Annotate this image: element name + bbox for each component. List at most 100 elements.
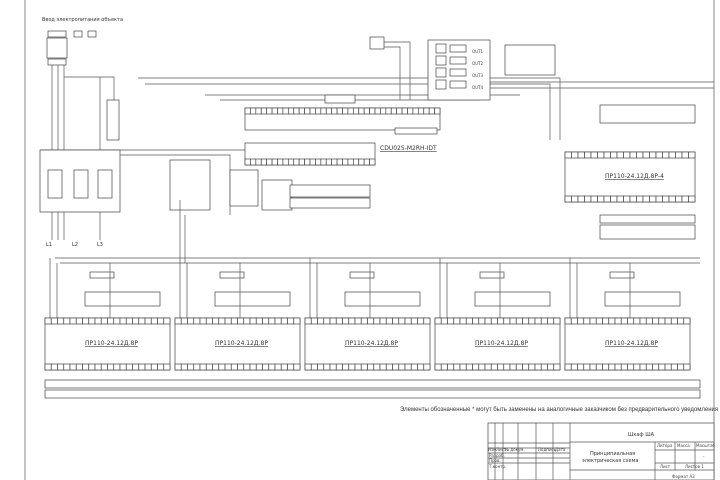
- terminal: [348, 317, 356, 325]
- terminal: [584, 195, 592, 203]
- terminal: [603, 195, 611, 203]
- module-connector: [609, 271, 635, 279]
- terminal: [577, 363, 585, 371]
- scale-value: -: [703, 454, 705, 459]
- relay-input: [435, 79, 447, 90]
- terminal: [564, 195, 572, 203]
- terminal: [584, 151, 592, 159]
- terminal: [352, 107, 360, 115]
- bus-lines: [55, 200, 700, 264]
- io-module: ПР110-24.12Д.8Р: [44, 258, 171, 371]
- terminal: [620, 363, 628, 371]
- terminal: [260, 107, 268, 115]
- terminal: [358, 158, 365, 166]
- terminal: [187, 317, 195, 325]
- relay-optocoupler: [449, 56, 467, 65]
- terminal: [412, 107, 419, 115]
- terminal: [277, 107, 284, 115]
- terminal: [385, 107, 392, 115]
- terminal: [180, 363, 188, 371]
- terminal: [69, 363, 77, 371]
- terminal: [577, 151, 585, 159]
- terminal: [262, 317, 270, 325]
- terminal: [434, 107, 441, 115]
- terminal: [317, 317, 325, 325]
- terminal: [335, 317, 343, 325]
- main-circuit-breaker: [46, 30, 97, 66]
- terminal: [282, 107, 289, 115]
- module-label: ПР110-24.12Д.8Р: [605, 340, 658, 347]
- terminal: [472, 317, 480, 325]
- terminal: [662, 195, 670, 203]
- terminal: [150, 363, 158, 371]
- io-module: ПР110-24.12Д.8Р: [174, 258, 301, 371]
- terminal: [323, 317, 331, 325]
- terminal: [268, 317, 276, 325]
- terminal: [658, 317, 666, 325]
- terminal: [268, 363, 276, 371]
- module-wiring: [179, 258, 241, 318]
- relay-out2: OUT2: [472, 61, 484, 66]
- terminal: [125, 317, 133, 325]
- terminal: [342, 158, 349, 166]
- terminal: [434, 317, 442, 325]
- mass-label: Масса: [677, 443, 690, 448]
- module-label: ПР110-24.12Д.8Р: [475, 340, 528, 347]
- terminal: [320, 158, 327, 166]
- terminal: [459, 363, 467, 371]
- terminal: [329, 317, 337, 325]
- sheet-label: Лист: [660, 464, 671, 469]
- terminal: [465, 363, 473, 371]
- terminal: [317, 363, 325, 371]
- terminal: [459, 317, 467, 325]
- power-input-label: Ввод электропитания объекта: [42, 17, 123, 23]
- terminal: [274, 317, 282, 325]
- terminal: [94, 317, 102, 325]
- terminal: [44, 317, 52, 325]
- terminal: [633, 317, 641, 325]
- terminal: [243, 363, 251, 371]
- terminal: [610, 151, 618, 159]
- terminal: [282, 158, 289, 166]
- terminal: [623, 151, 631, 159]
- module-body: [174, 317, 301, 371]
- terminal: [230, 363, 238, 371]
- terminal: [373, 317, 381, 325]
- terminal: [540, 317, 548, 325]
- row-razrab: Разраб.: [489, 453, 505, 458]
- relay-out1: OUT1: [472, 49, 484, 54]
- terminal: [447, 363, 455, 371]
- terminal: [199, 363, 207, 371]
- terminal: [583, 363, 591, 371]
- terminal: [417, 107, 425, 115]
- phase-label-l3: L3: [97, 242, 103, 248]
- terminal: [472, 363, 480, 371]
- terminal: [132, 317, 140, 325]
- replacement-note: Элементы обозначенные * могут быть замен…: [400, 407, 719, 413]
- terminal: [423, 107, 430, 115]
- terminal: [50, 363, 58, 371]
- terminal: [423, 317, 431, 325]
- terminal: [325, 107, 333, 115]
- terminal: [63, 363, 71, 371]
- terminal: [287, 107, 295, 115]
- terminal: [250, 158, 257, 166]
- terminal: [347, 107, 354, 115]
- terminal: [564, 317, 572, 325]
- terminal: [218, 363, 226, 371]
- terminal: [478, 317, 486, 325]
- terminal: [119, 363, 127, 371]
- terminal: [274, 363, 282, 371]
- terminal: [602, 317, 610, 325]
- terminal: [262, 363, 270, 371]
- terminal: [75, 317, 83, 325]
- terminal: [453, 363, 461, 371]
- module-note: [344, 291, 421, 307]
- terminal: [88, 363, 96, 371]
- terminal: [597, 195, 605, 203]
- col-list: Лист: [496, 447, 507, 452]
- terminal: [249, 317, 257, 325]
- module-note: [84, 291, 161, 307]
- terminal: [230, 317, 238, 325]
- terminal: [404, 317, 412, 325]
